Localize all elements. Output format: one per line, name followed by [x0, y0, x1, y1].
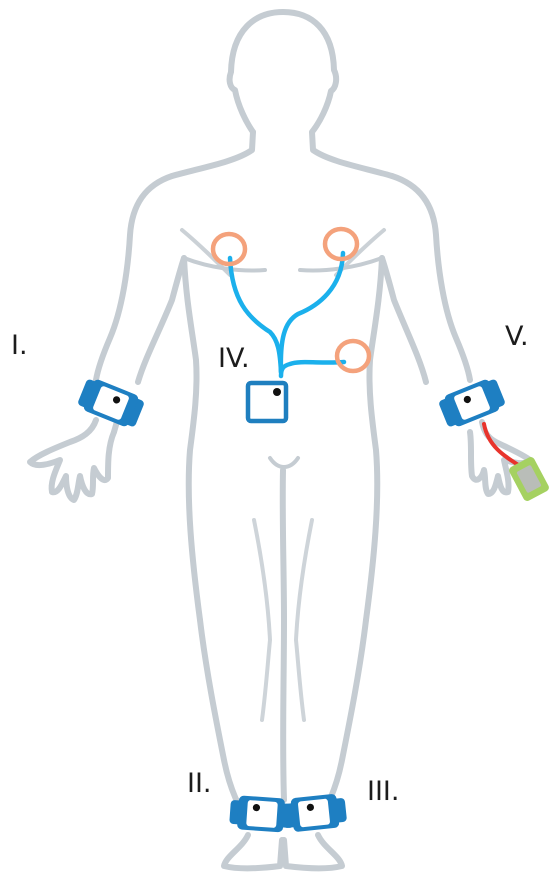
sensor-icon — [298, 799, 331, 828]
human-body-outline — [30, 12, 530, 868]
chest-hub — [248, 383, 286, 421]
lead-wire-abdomen — [281, 362, 344, 376]
ankle-sensor-left — [280, 793, 347, 834]
sensor-icon — [246, 800, 278, 828]
wrist-sensor-right — [76, 376, 146, 431]
label-wrist-left: V. — [505, 323, 529, 350]
label-wrist-right: I. — [11, 332, 28, 359]
label-ankle-right: II. — [187, 770, 212, 797]
label-ankle-left: III. — [367, 778, 399, 805]
electrode-icon — [337, 341, 369, 371]
wrist-sensor-left — [437, 376, 507, 431]
hub-icon — [248, 383, 286, 421]
label-chest-hub: IV. — [218, 345, 250, 372]
